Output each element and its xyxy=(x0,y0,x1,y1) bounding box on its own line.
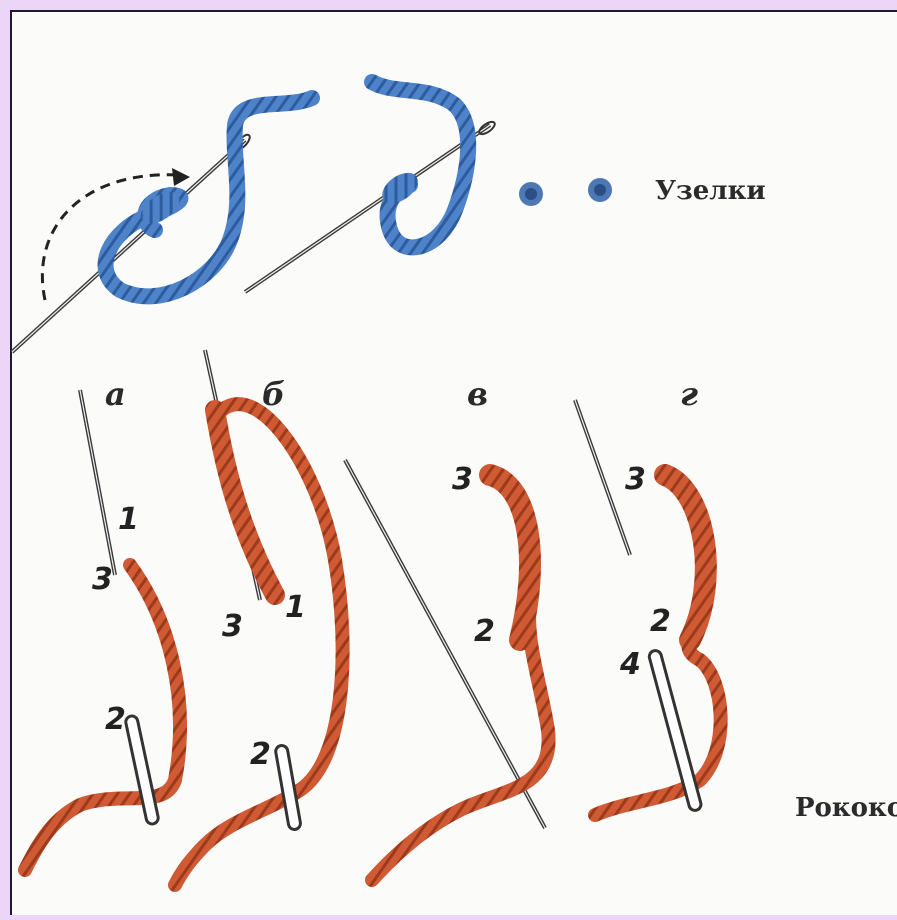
panel-letter-a: а xyxy=(105,378,126,410)
rococo-panel-b xyxy=(175,350,343,885)
step-number: 3 xyxy=(222,612,243,642)
step-number: 3 xyxy=(452,465,473,495)
rococo-panel-v xyxy=(345,460,549,880)
knots-label: Узелки xyxy=(655,176,766,206)
step-number: 1 xyxy=(285,593,306,623)
french-knot-step-2 xyxy=(245,82,497,292)
step-number: 1 xyxy=(118,505,139,535)
step-number: 2 xyxy=(474,617,495,647)
rococo-label: Рококо xyxy=(795,793,897,823)
step-number: 3 xyxy=(625,465,646,495)
arrow-head-icon xyxy=(172,168,190,186)
french-knot-step-1 xyxy=(12,98,312,352)
step-number: 2 xyxy=(105,705,126,735)
french-knot-results xyxy=(519,178,612,206)
step-number: 3 xyxy=(92,565,113,595)
panel-letter-b: б xyxy=(262,378,285,410)
panel-letter-v: в xyxy=(467,378,488,410)
rococo-panel-g xyxy=(575,400,721,815)
step-number: 2 xyxy=(650,607,671,637)
rococo-panel-a xyxy=(25,390,180,870)
step-number: 4 xyxy=(620,650,641,680)
step-number: 2 xyxy=(250,740,271,770)
panel-letter-g: г xyxy=(680,378,698,410)
